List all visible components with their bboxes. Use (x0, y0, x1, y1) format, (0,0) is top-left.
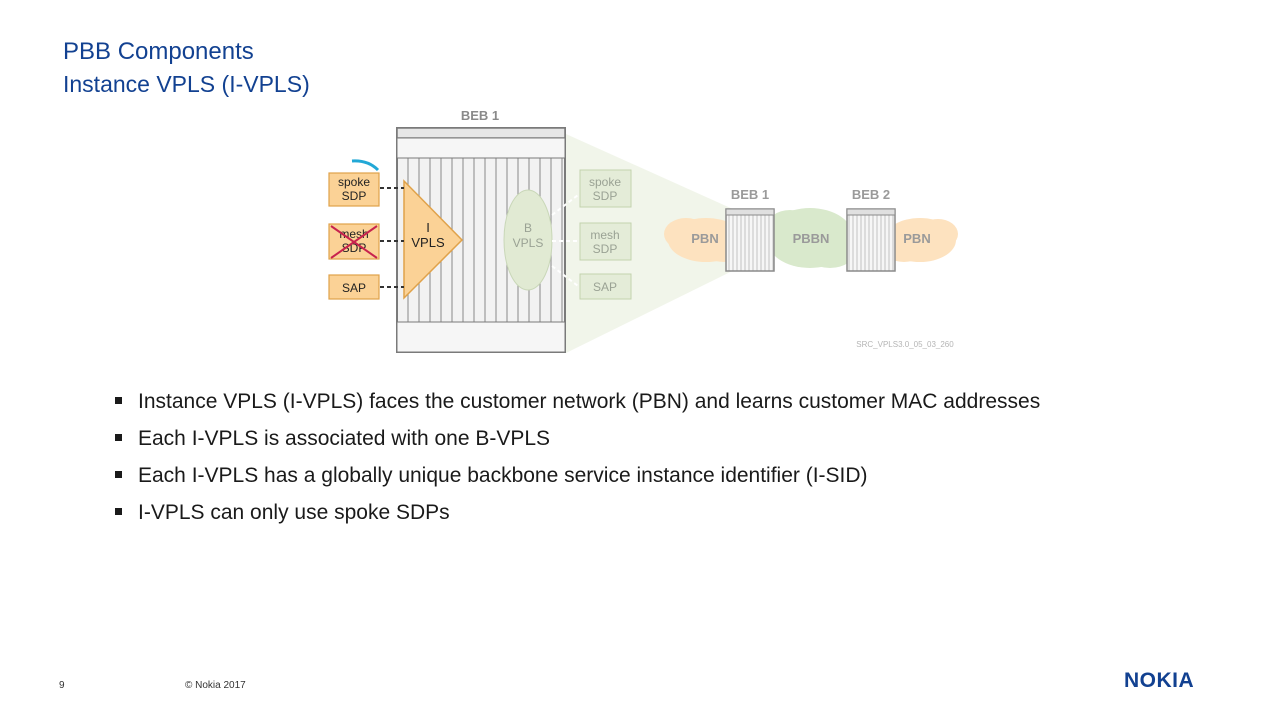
right-mesh-sdp-line1: mesh (590, 228, 619, 242)
net-beb2-label: BEB 2 (852, 187, 890, 202)
right-spoke-sdp-box: spoke SDP (579, 169, 632, 208)
net-beb1-label: BEB 1 (731, 187, 769, 202)
left-mesh-sdp-box: mesh SDP (328, 223, 380, 260)
pbbn-label: PBBN (793, 231, 830, 246)
pbbn-cloud (766, 208, 856, 268)
right-sap-box: SAP (579, 273, 632, 300)
left-spoke-sdp-line2: SDP (342, 189, 367, 203)
b-vpls-label-line2: VPLS (513, 236, 544, 250)
bullet-text: I-VPLS can only use spoke SDPs (138, 501, 450, 524)
cross-out-line-2 (330, 225, 378, 259)
bullet-marker (115, 434, 122, 441)
pbn-left-label: PBN (691, 231, 718, 246)
i-vpls-label-line1: I (426, 220, 430, 235)
nokia-logo: NOKIA (1124, 669, 1195, 692)
left-mesh-sdp-line2: SDP (342, 241, 367, 255)
pbb-diagram: BEB 1 BEB 2 PBN PBBN PBN BEB 1 B VPLS I … (328, 108, 958, 353)
bullet-item: Each I-VPLS has a globally unique backbo… (114, 462, 1074, 490)
bullet-text: Instance VPLS (I-VPLS) faces the custome… (138, 390, 1041, 413)
left-sap-box: SAP (328, 274, 380, 300)
right-mesh-sdp-line2: SDP (593, 242, 618, 256)
right-spoke-sdp-line2: SDP (593, 189, 618, 203)
bullet-item: Instance VPLS (I-VPLS) faces the custome… (114, 388, 1074, 416)
right-mesh-sdp-box: mesh SDP (579, 222, 632, 261)
net-beb2-router (846, 208, 896, 272)
copyright: © Nokia 2017 (185, 680, 246, 691)
bullet-text: Each I-VPLS has a globally unique backbo… (138, 464, 868, 487)
left-spoke-sdp-box: spoke SDP (328, 172, 380, 207)
net-beb1-router (725, 208, 775, 272)
bullet-item: Each I-VPLS is associated with one B-VPL… (114, 425, 1074, 453)
bullet-marker (115, 471, 122, 478)
beb-top-label: BEB 1 (461, 108, 499, 123)
bullet-item: I-VPLS can only use spoke SDPs (114, 499, 1074, 527)
i-vpls-triangle (403, 179, 464, 300)
page-number: 9 (59, 680, 65, 691)
b-vpls-label-line1: B (524, 221, 532, 235)
bullet-marker (115, 508, 122, 515)
right-sap-label: SAP (593, 280, 617, 294)
bullet-marker (115, 397, 122, 404)
pbn-right-label: PBN (903, 231, 930, 246)
slide-title: PBB Components (63, 38, 254, 65)
left-sap-label: SAP (342, 281, 366, 295)
source-id: SRC_VPLS3.0_05_03_260 (856, 340, 954, 349)
slide-subtitle: Instance VPLS (I-VPLS) (63, 71, 310, 97)
bullet-list: Instance VPLS (I-VPLS) faces the custome… (114, 388, 1074, 536)
right-spoke-sdp-line1: spoke (589, 175, 621, 189)
i-vpls-label-line2: VPLS (411, 235, 445, 250)
bullet-text: Each I-VPLS is associated with one B-VPL… (138, 427, 551, 450)
left-spoke-sdp-line1: spoke (338, 175, 370, 189)
